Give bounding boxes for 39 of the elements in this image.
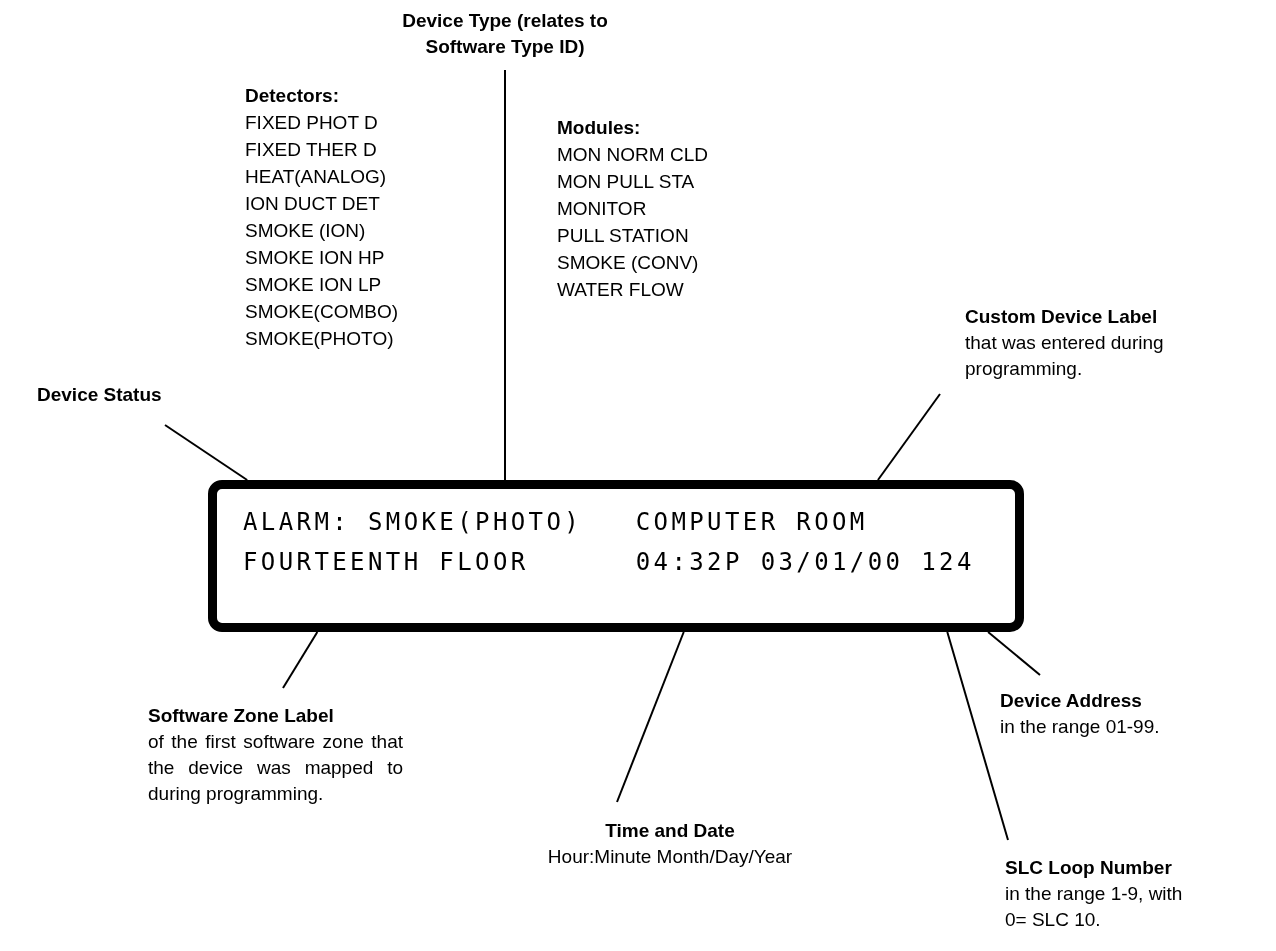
list-heading: Modules: [557, 116, 641, 140]
list-item: FIXED PHOT D [245, 111, 378, 135]
callout-heading: Device Status [37, 383, 163, 407]
display-text: ALARM: SMOKE(PHOTO) COMPUTER ROOM [243, 507, 868, 537]
list-item: SMOKE(COMBO) [245, 300, 399, 324]
callout-heading: Device Type (relates to Software Type ID) [401, 9, 609, 59]
list-item: PULL STATION [557, 224, 689, 248]
callout-heading: Device Address [1000, 689, 1143, 713]
list-item: FIXED THER D [245, 138, 377, 162]
leader-line [164, 424, 249, 481]
leader-line [987, 631, 1041, 676]
callout-heading: Time and Date [604, 819, 736, 843]
list-item: HEAT(ANALOG) [245, 165, 387, 189]
leader-line [282, 631, 319, 689]
callout-text: in the range 01-99. [1000, 715, 1161, 739]
list-heading: Detectors: [245, 84, 339, 108]
callout-heading: Custom Device Label [965, 305, 1159, 329]
callout-heading: SLC Loop Number [1005, 856, 1173, 880]
callout-text: Hour:Minute Month/Day/Year [546, 845, 794, 869]
callout-text: of the first software zone that the device was mapped to during programming. [148, 730, 403, 806]
leader-line [876, 393, 941, 481]
list-item: SMOKE ION LP [245, 273, 382, 297]
callout-text: in the range 1-9, with 0= SLC 10. [1005, 882, 1183, 932]
list-item: SMOKE(PHOTO) [245, 327, 394, 351]
display-text: FOURTEENTH FLOOR 04:32P 03/01/00 124 [243, 547, 975, 577]
list-item: SMOKE ION HP [245, 246, 385, 270]
leader-line [504, 69, 506, 481]
list-item: SMOKE (CONV) [557, 251, 699, 275]
list-item: MONITOR [557, 197, 647, 221]
callout-text: that was entered during programming. [965, 331, 1165, 381]
list-item: MON NORM CLD [557, 143, 708, 167]
list-item: WATER FLOW [557, 278, 684, 302]
lcd-display [208, 480, 1024, 632]
list-item: SMOKE (ION) [245, 219, 366, 243]
list-item: MON PULL STA [557, 170, 695, 194]
callout-heading: Software Zone Label [148, 704, 335, 728]
leader-line [616, 631, 685, 803]
list-item: ION DUCT DET [245, 192, 380, 216]
leader-line [946, 631, 1009, 841]
